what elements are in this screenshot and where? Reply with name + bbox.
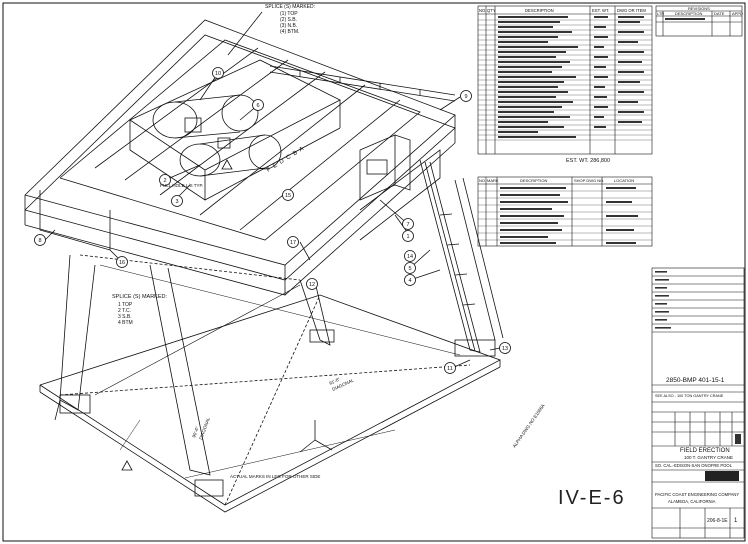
drawing-number: 2850-BMP 401-15-1 [666, 377, 725, 384]
balloon-label: 4 [408, 278, 411, 284]
balloon-2 [159, 174, 171, 186]
revision-row-text [665, 18, 705, 20]
balloon-label: 6 [256, 103, 259, 109]
balloon-label: 15 [285, 193, 291, 199]
balloon-label: 2 [163, 178, 166, 184]
balloon-label: 1 [406, 234, 409, 240]
balloon-label: 14 [407, 254, 413, 260]
balloon-labels: 10 9 8 6 5 4 3 2 1 7 11 12 13 14 15 16 1… [38, 71, 508, 372]
project-location: SO. CAL.-EDISON-SAN ONOFRE POOL [655, 463, 733, 468]
splice-table-header: NO. MARK DESCRIPTION SHOP DWG NO. LOCATI… [479, 178, 634, 183]
title-block [651, 267, 745, 539]
splice-top-item: (2) S.B. [280, 17, 297, 23]
splice-row-text [500, 187, 638, 244]
balloon-13 [499, 342, 511, 354]
bom-col-est-wt: EST. WT. [592, 8, 609, 13]
company-name: PACIFIC COAST ENGINEERING COMPANY [655, 492, 739, 497]
splice-top-title: SPLICE (S) MARKED: [265, 4, 315, 10]
balloon-8 [34, 234, 46, 246]
balloon-9 [460, 90, 472, 102]
rev-col-ltr: LTR [657, 11, 664, 16]
balloon-label: 3 [175, 199, 178, 205]
alpha-dwg-note: ALPHA DWG NO E1086A [512, 403, 546, 448]
company-logo [705, 471, 739, 481]
splice-top-item: (1) TOP [280, 11, 298, 17]
balloon-label: 10 [215, 71, 221, 77]
balloon-11 [444, 362, 456, 374]
balloon-14 [404, 250, 416, 262]
balloon-3 [171, 195, 183, 207]
balloon-label: 12 [309, 282, 315, 288]
reference-line: SEE ALSO - 100 TON GANTRY CRANE [655, 394, 724, 398]
est-weight: EST. WT. 286,800 [566, 158, 610, 164]
balloon-label: 13 [502, 346, 508, 352]
splice-col: DESCRIPTION [520, 178, 547, 183]
balloon-5 [404, 262, 416, 274]
rev-col-desc: DESCRIPTION [675, 11, 702, 16]
splice-left-item: 4 BTM [118, 320, 133, 326]
warning-triangle-icon [121, 159, 233, 471]
crane-drawing [24, 11, 504, 513]
splice-left-item: 2 T.C. [118, 308, 131, 314]
splice-left-item: 1 TOP [118, 302, 133, 308]
splice-col: LOCATION [614, 178, 634, 183]
rev-col-date: DATE [714, 11, 725, 16]
bom-col-no: NO. [479, 8, 486, 13]
bom-col-description: DESCRIPTION [525, 8, 554, 13]
balloon-1 [402, 230, 414, 242]
bom-col-dwg: DWG OR ITEM [617, 8, 646, 13]
bom-table [477, 5, 653, 155]
company-city: ALAMEDA, CALIFORNIA [668, 499, 716, 504]
girder-letters: F E D C B A [266, 146, 306, 174]
bom-row-text [498, 16, 644, 138]
item-balloons [34, 67, 511, 374]
splice-left-item: 3 S.B. [118, 314, 132, 320]
revisions-title: REVISIONS [688, 6, 710, 11]
balloon-label: 16 [119, 260, 125, 266]
sheet-number: 206-8-1E [707, 518, 728, 524]
diag-vertical-len: 90'-6" [191, 425, 200, 438]
balloon-16 [116, 256, 128, 268]
actual-marks-note: ACTUAL MARKS IN LEG FOR OTHER SIDE [230, 474, 320, 479]
balloon-4 [404, 274, 416, 286]
balloon-17 [287, 236, 299, 248]
balloon-label: 7 [406, 222, 409, 228]
rev-col-appd: APPD [732, 11, 743, 16]
diag-bottom-len: 91'-8" [328, 376, 341, 386]
balloon-label: 11 [447, 366, 453, 372]
bom-header: NO. QTY DESCRIPTION EST. WT. DWG OR ITEM [479, 8, 646, 13]
pull-hole-note: PULL HOLE L/S TYP. [160, 183, 203, 188]
splice-col: MARK [487, 178, 499, 183]
balloon-label: 8 [38, 238, 41, 244]
field-erection: FIELD ERECTION [680, 448, 730, 454]
title-block-fields [655, 271, 741, 444]
revisions-text: REVISIONS LTR DESCRIPTION DATE APPD [657, 6, 743, 16]
balloon-12 [306, 278, 318, 290]
balloon-6 [252, 99, 264, 111]
splice-table [477, 176, 653, 247]
splice-col: NO. [479, 178, 486, 183]
balloon-label: 5 [408, 266, 411, 272]
balloon-7 [402, 218, 414, 230]
title-block-text: 2850-BMP 401-15-1 SEE ALSO - 100 TON GAN… [655, 377, 739, 524]
balloon-10 [212, 67, 224, 79]
splice-col: SHOP DWG NO. [574, 178, 604, 183]
sheet-label: IV-E-6 [558, 487, 626, 509]
splice-top-item: (3) N.B. [280, 23, 297, 29]
balloon-15 [282, 189, 294, 201]
splice-top-item: (4) BTM. [280, 29, 299, 35]
bom-col-qty: QTY [487, 8, 496, 13]
balloon-label: 17 [290, 240, 296, 246]
splice-left-title: SPLICE (S) MARKED: [112, 294, 167, 300]
sheet-index: 1 [734, 518, 738, 524]
balloon-label: 9 [464, 94, 467, 100]
crane-name: 100 T. GANTRY CRANE [684, 455, 733, 460]
revisions-block [655, 5, 743, 37]
